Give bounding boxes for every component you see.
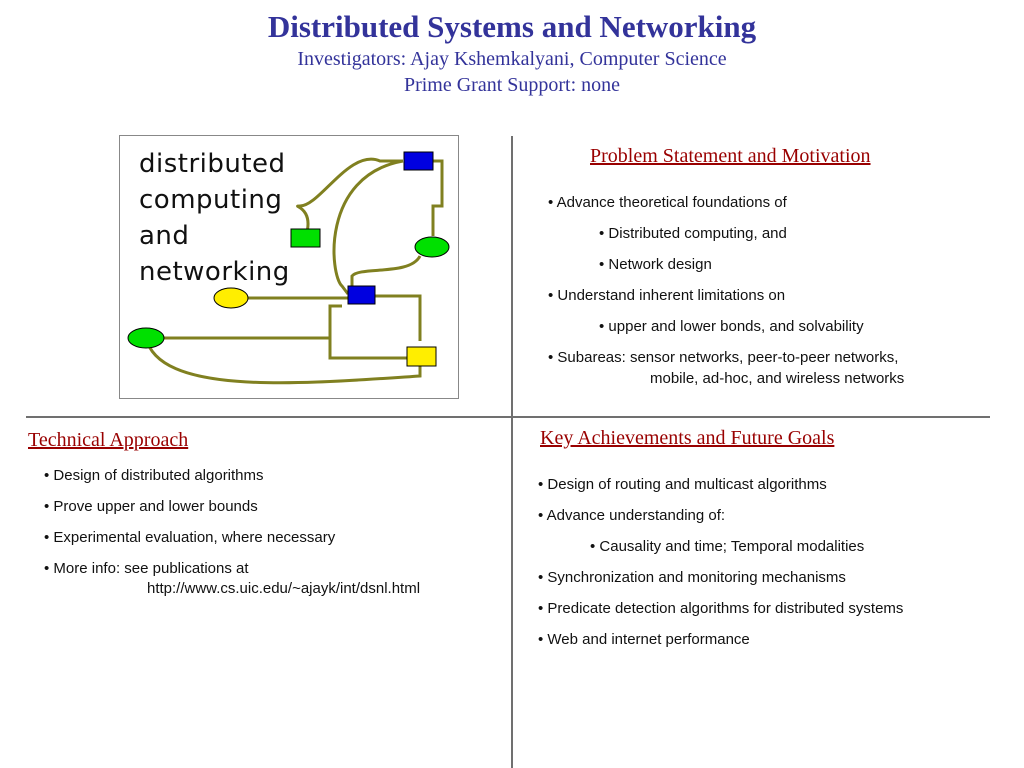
list-item: • Design of distributed algorithms [44, 467, 264, 484]
node-yellow-square [406, 346, 437, 367]
problem-section-title: Problem Statement and Motivation [590, 145, 871, 167]
technical-list: • Design of distributed algorithms • Pro… [44, 467, 420, 600]
list-item: • Network design [599, 256, 712, 273]
network-diagram [127, 151, 450, 385]
wire-top-to-green [296, 157, 403, 237]
figure-line: computing [139, 185, 283, 215]
list-item: • Predicate detection algorithms for dis… [538, 600, 904, 617]
achievements-list: • Design of routing and multicast algori… [538, 476, 903, 662]
list-item: • Advance understanding of: [538, 507, 726, 524]
figure-line: distributed [139, 149, 286, 179]
horizontal-divider [26, 416, 990, 418]
wire-middle-to-yellow [374, 294, 422, 341]
page-title: Distributed Systems and Networking [267, 9, 757, 44]
list-item: • Prove upper and lower bounds [44, 498, 258, 515]
investigators-line: Investigators: Ajay Kshemkalyani, Comput… [297, 48, 727, 70]
node-blue-top [403, 151, 434, 171]
list-item: • Advance theoretical foundations of [548, 194, 787, 211]
node-green-ellipse [414, 236, 450, 258]
wire-top-to-middle [332, 159, 404, 295]
node-green-square [290, 228, 321, 248]
list-item-continuation: mobile, ad-hoc, and wireless networks [650, 370, 905, 387]
list-item: • Understand inherent limitations on [548, 287, 786, 304]
node-yellow-ellipse [213, 287, 249, 309]
node-green-left [127, 327, 165, 349]
network-figure: distributed computing and networking [119, 135, 459, 399]
list-item: • Design of routing and multicast algori… [538, 476, 827, 493]
vertical-divider [511, 136, 513, 768]
wire-left-loop [144, 337, 422, 385]
slide-header: Distributed Systems and Networking Inves… [0, 8, 1024, 98]
technical-section-title: Technical Approach [28, 429, 189, 451]
wire-ellipse-to-middle [350, 255, 422, 294]
node-blue-middle [347, 285, 376, 305]
figure-caption: distributed computing and networking [139, 146, 290, 290]
list-item: • Subareas: sensor networks, peer-to-pee… [548, 349, 899, 366]
list-item: • Web and internet performance [538, 631, 750, 648]
figure-line: networking [139, 257, 290, 287]
list-item: • Experimental evaluation, where necessa… [44, 529, 336, 546]
achievements-section-title: Key Achievements and Future Goals [540, 427, 835, 449]
figure-line: and [139, 221, 190, 251]
list-item: • More info: see publications at [44, 560, 249, 577]
wire-top-to-ellipse [431, 159, 444, 236]
wire-middle-to-yellow-bottom [328, 304, 407, 360]
grant-support-line: Prime Grant Support: none [403, 74, 621, 96]
url-link[interactable]: http://www.cs.uic.edu/~ajayk/int/dsnl.ht… [147, 580, 421, 597]
list-item: • Causality and time; Temporal modalitie… [590, 538, 865, 555]
list-item: • upper and lower bonds, and solvability [599, 318, 864, 335]
problem-list: • Advance theoretical foundations of • D… [548, 194, 904, 391]
list-item: • Synchronization and monitoring mechani… [538, 569, 846, 586]
list-item: • Distributed computing, and [599, 225, 787, 242]
